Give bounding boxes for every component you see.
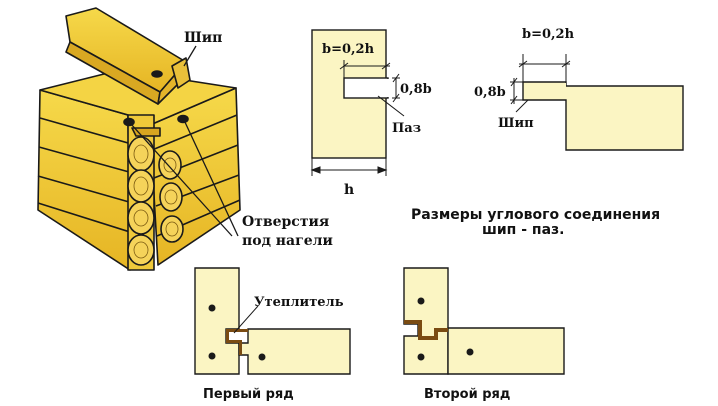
log-corner-illustration [37, 7, 241, 271]
first-row-horizontal-log [238, 328, 351, 375]
title-line2: шип - паз. [482, 222, 564, 238]
groove-cut [343, 77, 389, 99]
groove-diagram: b=0,2h 0,8b Паз h [310, 29, 432, 198]
label-b-eq-02h-left: b=0,2h [322, 42, 375, 57]
log-end-grain [127, 136, 184, 266]
floating-log [65, 7, 191, 105]
second-row-insulation [404, 320, 448, 340]
floating-log-tenon [171, 57, 191, 89]
second-row-horizontal-log [447, 327, 565, 375]
label-groove: Паз [392, 121, 421, 136]
left-log-lines [37, 117, 131, 233]
label-second-row: Второй ряд [424, 387, 510, 402]
first-row-vertical-log [194, 267, 240, 375]
label-holes-line1: Отверстия [242, 214, 329, 230]
label-insulation: Утеплитель [254, 295, 344, 310]
label-first-row: Первый ряд [203, 387, 294, 402]
label-08b-right: 0,8b [474, 85, 506, 100]
label-holes-line2: под нагели [242, 233, 333, 249]
right-log-lines [151, 114, 241, 237]
label-08b-left: 0,8b [400, 82, 432, 97]
second-row-diagram [403, 267, 565, 375]
tenon-diagram: b=0,2h 0,8b Шип [474, 27, 684, 151]
label-tenon-top: Шип [184, 30, 222, 46]
dowel-hole-1 [123, 117, 135, 127]
title-line1: Размеры углового соединения [411, 207, 660, 223]
first-row-diagram [194, 267, 351, 375]
pointer-lines [130, 45, 239, 237]
first-row-insulation [226, 329, 248, 355]
label-tenon-right: Шип [498, 116, 534, 131]
label-b-eq-02h-right: b=0,2h [522, 27, 575, 42]
dowel-hole-2 [177, 114, 189, 124]
top-groove [131, 127, 161, 137]
label-h-dim: h [344, 182, 354, 198]
